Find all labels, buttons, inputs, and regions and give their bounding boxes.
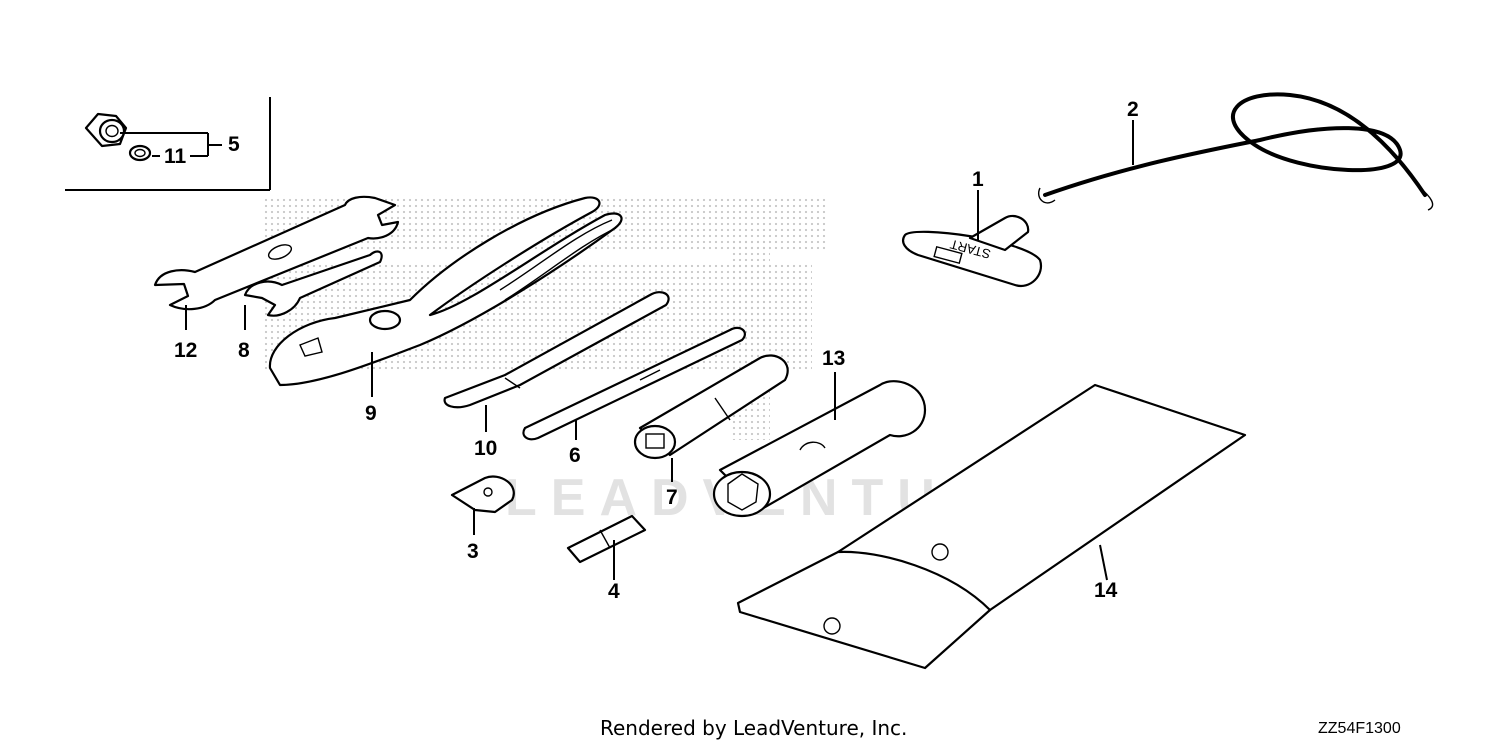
- screwdriver-part-6: [522, 326, 746, 441]
- callout-7: 7: [666, 486, 678, 509]
- callout-8: 8: [238, 339, 250, 362]
- screwdriver-part-10: [443, 291, 670, 409]
- tool-bag-part-14: [736, 383, 1247, 670]
- callout-4: 4: [608, 580, 620, 603]
- callout-12: 12: [174, 339, 197, 362]
- callout-14: 14: [1094, 579, 1118, 602]
- clip-part-3: [450, 475, 515, 514]
- callout-10: 10: [474, 437, 497, 460]
- inset-box: [65, 97, 271, 191]
- box-wrench-part-13: [712, 380, 927, 518]
- callout-9: 9: [365, 402, 377, 425]
- wrench-part-12: [153, 195, 400, 311]
- callout-6: 6: [569, 444, 581, 467]
- fuse-clip-part-4: [566, 514, 647, 564]
- callout-2: 2: [1127, 98, 1139, 121]
- leader-5-11: [120, 132, 222, 157]
- leader-lines: [185, 120, 1134, 581]
- callout-5: 5: [228, 133, 240, 156]
- starter-handle-part-1: START: [902, 214, 1043, 288]
- starter-rope-part-2: [1038, 92, 1434, 211]
- callout-11: 11: [164, 145, 187, 168]
- callout-1: 1: [972, 168, 984, 191]
- callout-labels: 1 2 3 4 5 6 7 8 9 10 11 12 13 14: [164, 98, 1139, 603]
- diagram-code: ZZ54F1300: [1318, 720, 1401, 737]
- spark-plug-wrench-part-7: [633, 354, 789, 460]
- callout-3: 3: [467, 540, 479, 563]
- render-credit: Rendered by LeadVenture, Inc.: [600, 716, 908, 740]
- pliers-part-9: [268, 196, 623, 387]
- callout-13: 13: [822, 347, 845, 370]
- nut-part-5: [84, 112, 152, 162]
- wrench-part-8: [243, 250, 383, 317]
